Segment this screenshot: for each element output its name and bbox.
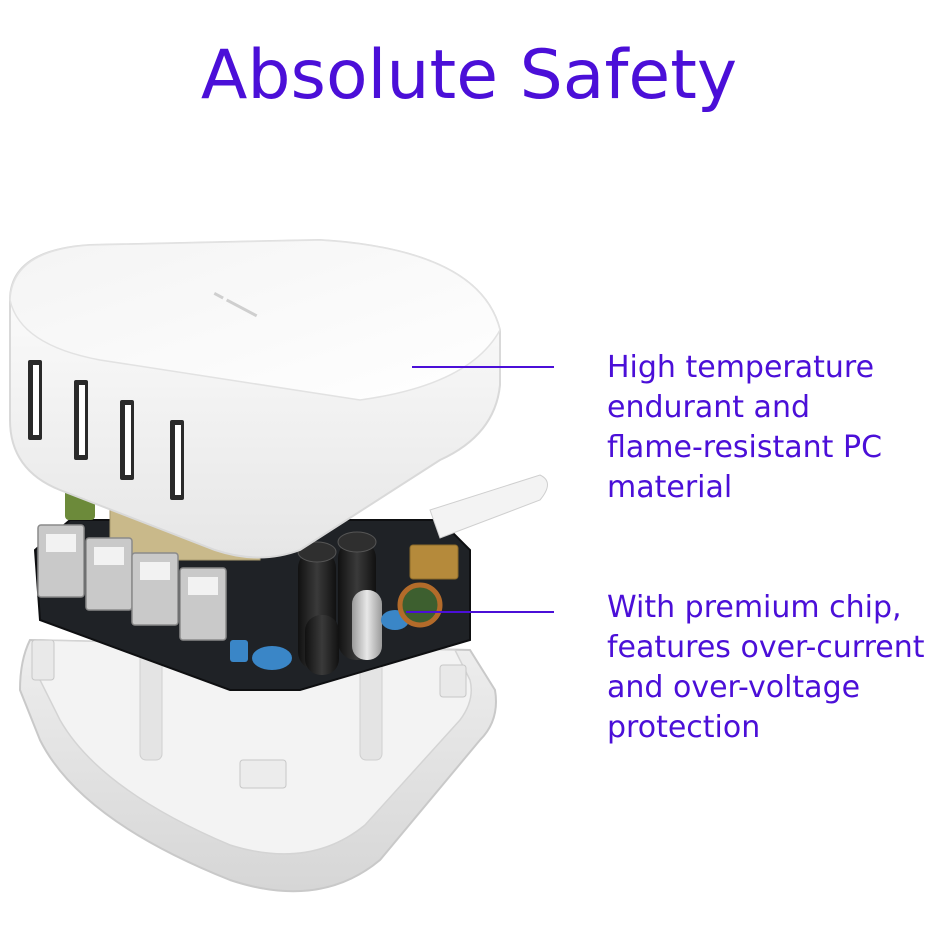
brand-logo	[213, 292, 258, 318]
callout-shell-material: High temperature endurant and flame-resi…	[607, 350, 883, 505]
callout-chip-protection: With premium chip, features over-current…	[607, 590, 925, 745]
callout-leader-line	[406, 611, 554, 613]
page-title: Absolute Safety	[200, 36, 738, 115]
exploded-charger-illustration	[9, 238, 548, 893]
callout-leader-line	[412, 366, 554, 368]
top-shell	[9, 238, 548, 559]
bottom-shell	[18, 638, 497, 893]
